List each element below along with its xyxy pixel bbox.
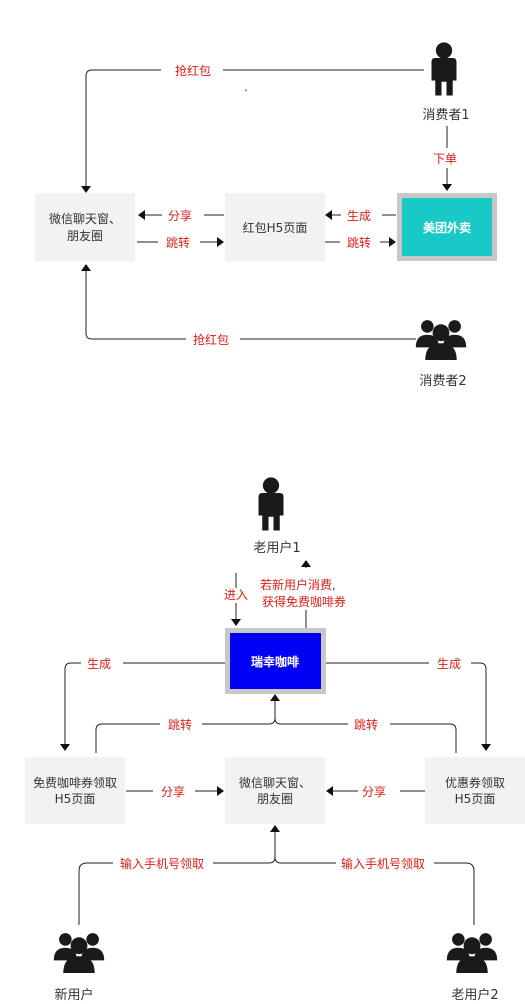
d2-label-note-line2: 获得免费咖啡券: [262, 594, 346, 609]
d2-coupon-page-line2: H5页面: [455, 792, 496, 806]
d2-label-jump-left: 跳转: [168, 717, 192, 732]
d2-node-coupon-page: 优惠券领取 H5页面: [425, 757, 525, 824]
d1-label-grab-bottom: 抢红包: [193, 332, 229, 347]
d1-label-jump-left: 跳转: [166, 235, 190, 250]
d2-new-user-label: 新用户: [54, 987, 93, 1003]
d2-label-generate-left: 生成: [87, 657, 111, 671]
d1-label-jump-right: 跳转: [347, 235, 371, 250]
group-people-icon: [446, 933, 498, 973]
d2-old-user2: 老用户2: [446, 933, 499, 1003]
d2-node-luckin: 瑞幸咖啡: [225, 628, 326, 694]
d1-stray-mark: .: [244, 80, 248, 94]
d2-node-coffee-page: 免费咖啡券领取 H5页面: [25, 757, 125, 824]
d2-label-input-right: 输入手机号领取: [341, 856, 425, 871]
d1-node-meituan: 美团外卖: [397, 193, 497, 261]
d1-node-wechat: 微信聊天窗、 朋友圈: [35, 193, 135, 261]
d1-consumer1: 消费者1: [422, 42, 470, 123]
d2-wechat-line2: 朋友圈: [257, 792, 293, 806]
d2-node-wechat: 微信聊天窗、 朋友圈: [225, 757, 325, 824]
d2-label-generate-right: 生成: [437, 657, 461, 671]
d2-new-user: 新用户: [53, 933, 105, 1003]
d1-consumer2: 消费者2: [415, 320, 467, 389]
d2-old-user1: 老用户1: [253, 477, 301, 556]
d2-label-share-right: 分享: [362, 784, 386, 799]
d1-consumer2-label: 消费者2: [419, 374, 466, 389]
d1-label-order: 下单: [433, 152, 457, 166]
d1-node-hongbao: 红包H5页面: [225, 193, 325, 261]
d2-coffee-page-line1: 免费咖啡券领取: [33, 775, 117, 790]
d2-wechat-line1: 微信聊天窗、: [239, 776, 311, 790]
d2-old-user1-label: 老用户1: [253, 540, 300, 556]
d2-label-enter: 进入: [224, 588, 248, 602]
d1-wechat-line2: 朋友圈: [67, 229, 103, 243]
d2-coupon-page-line1: 优惠券领取: [445, 775, 505, 790]
d1-meituan-label: 美团外卖: [423, 220, 471, 235]
d1-label-grab-top: 抢红包: [175, 63, 211, 78]
d1-wechat-line1: 微信聊天窗、: [49, 212, 121, 226]
group-people-icon: [415, 320, 467, 360]
d1-consumer1-label: 消费者1: [422, 108, 469, 123]
d1-label-share: 分享: [168, 208, 192, 223]
d2-label-jump-right: 跳转: [354, 717, 378, 732]
d2-old-user2-label: 老用户2: [451, 987, 498, 1003]
d1-label-generate: 生成: [347, 209, 371, 223]
d2-luckin-label: 瑞幸咖啡: [251, 654, 299, 669]
d2-label-input-left: 输入手机号领取: [120, 856, 204, 871]
single-person-icon: [258, 477, 284, 531]
d2-label-note-line1: 若新用户消费,: [260, 577, 336, 592]
single-person-icon: [431, 42, 457, 96]
group-people-icon: [53, 933, 105, 973]
d2-label-share-left: 分享: [161, 784, 185, 799]
d2-coffee-page-line2: H5页面: [55, 792, 96, 806]
d1-connectors: [81, 69, 452, 340]
d2-connectors: [60, 560, 491, 925]
d1-hongbao-label: 红包H5页面: [243, 220, 308, 235]
